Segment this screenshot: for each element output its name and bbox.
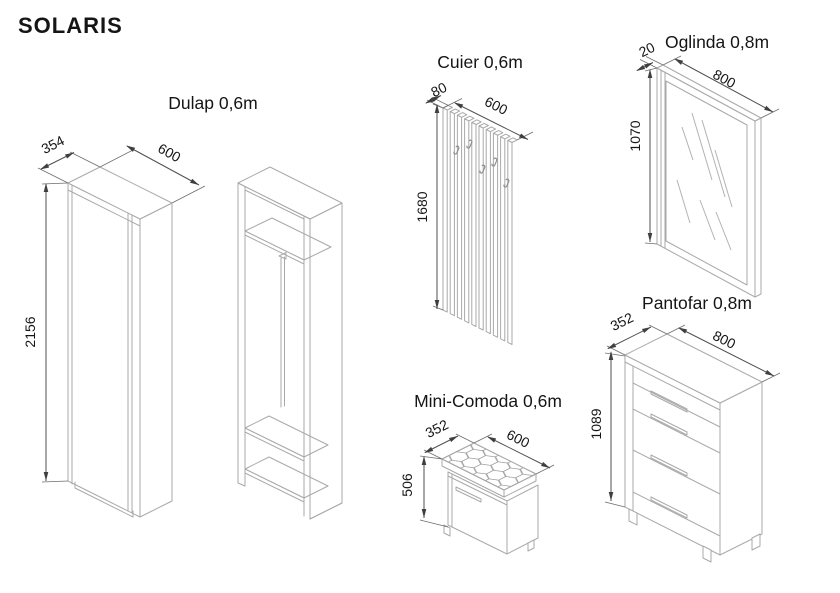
pantofar-depth-dim: 352 <box>608 309 636 334</box>
oglinda-width-dim: 800 <box>710 66 738 91</box>
pantofar-drawing <box>624 333 763 563</box>
cuier-hooks <box>453 139 510 188</box>
oglinda-edge-face <box>754 117 762 298</box>
cuier-height-dim: 1680 <box>414 191 430 222</box>
minicomoda-depth-dim: 352 <box>423 416 451 441</box>
minicomoda-label: Mini-Comoda 0,6m <box>414 391 562 411</box>
oglinda-depth-dim: 20 <box>636 39 657 60</box>
dulap-open-top-face <box>237 166 343 220</box>
pantofar-drawer-lines <box>624 361 721 537</box>
cuier-width-dim: 600 <box>482 93 510 118</box>
oglinda-drawing <box>656 64 762 298</box>
dulap-width-dim: 600 <box>155 140 183 165</box>
minicomoda-drawing <box>440 442 539 555</box>
pantofar-side-face <box>719 381 763 556</box>
oglinda-reflection-lines <box>676 112 733 251</box>
pantofar-foot <box>751 533 761 551</box>
dulap-height-dim: 2156 <box>22 316 38 347</box>
minicomoda-front-face <box>447 471 508 555</box>
dulap-drawing-closed <box>67 166 173 518</box>
cuier-depth-dim: 80 <box>428 79 449 100</box>
pantofar-handles <box>650 390 688 519</box>
pantofar-height-dim: 1089 <box>588 408 604 439</box>
dulap-side-face <box>139 202 173 518</box>
cuier-slat-fronts <box>442 107 513 345</box>
dulap-label: Dulap 0,6m <box>168 93 258 113</box>
dulap-detail-lines <box>67 185 141 518</box>
pantofar-foot <box>702 545 712 563</box>
dulap-drawing-open <box>237 166 343 520</box>
pantofar-foot <box>628 508 638 526</box>
minicomoda-foot <box>527 539 535 552</box>
dulap-open-frame-lines <box>237 182 343 520</box>
oglinda-label: Oglinda 0,8m <box>665 32 769 52</box>
pantofar-width-dim: 800 <box>710 327 738 352</box>
dulap-dimensions: 354 600 2156 <box>22 132 206 483</box>
cuier-drawing <box>442 104 518 345</box>
pantofar-label: Pantofar 0,8m <box>642 293 752 313</box>
dulap-depth-dim: 354 <box>39 132 67 157</box>
dulap-hanger-rod <box>278 252 287 408</box>
sheet-title: SOLARIS <box>18 13 123 38</box>
minicomoda-height-dim: 506 <box>399 473 415 497</box>
oglinda-height-dim: 1070 <box>627 120 643 151</box>
dulap-door-face <box>67 182 141 518</box>
cuier-label: Cuier 0,6m <box>437 52 523 72</box>
minicomoda-detail-lines <box>447 473 508 528</box>
